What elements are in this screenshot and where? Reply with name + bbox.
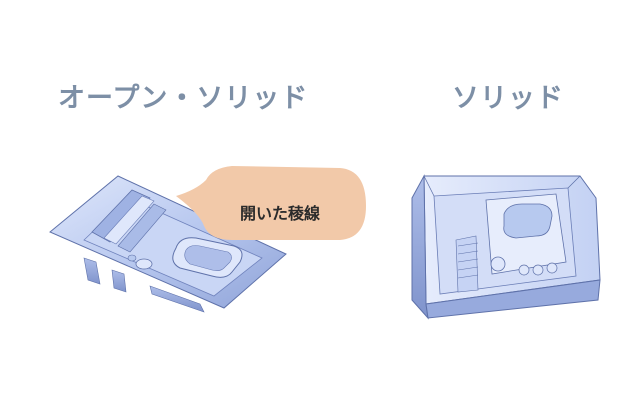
callout-bubble xyxy=(176,166,366,240)
solid-part xyxy=(411,174,601,320)
solid-title: ソリッド xyxy=(452,83,564,114)
open-solid-title: オープン・ソリッド xyxy=(58,83,309,114)
open-solid-part xyxy=(49,175,287,313)
callout-label: 開いた稜線 xyxy=(239,204,320,223)
